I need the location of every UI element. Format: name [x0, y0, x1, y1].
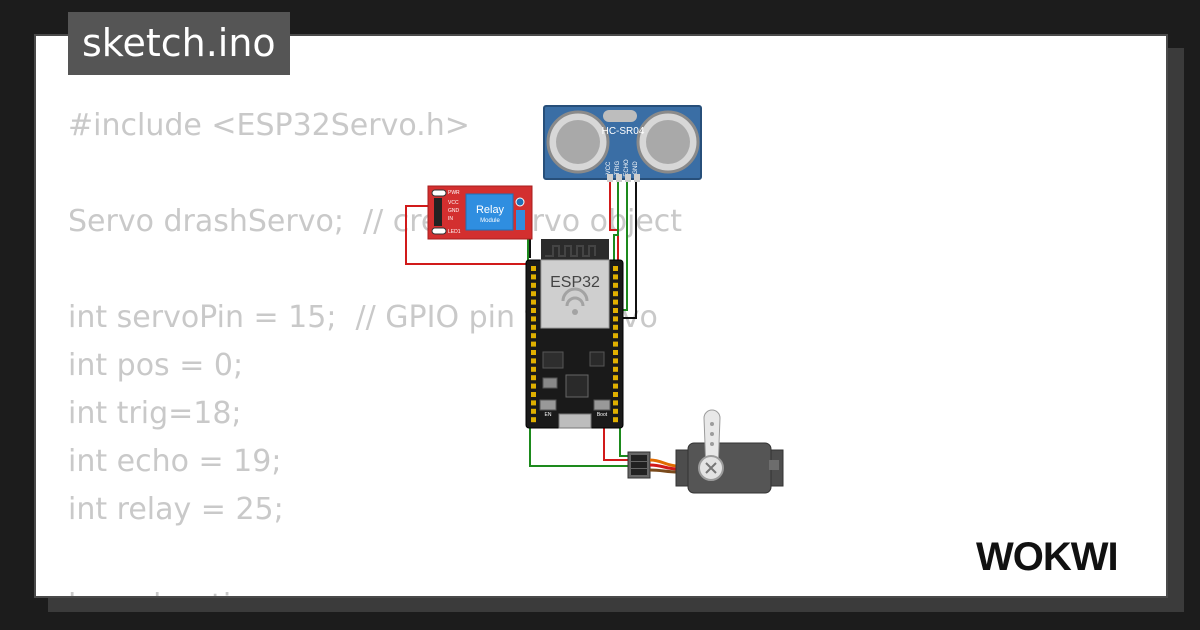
wire-servo-gnd — [529, 422, 628, 467]
code-line: int trig=18; — [68, 396, 242, 431]
esp32-board[interactable]: ESP32 EN Boot — [525, 239, 624, 429]
wokwi-logo: WOKWI — [976, 535, 1119, 579]
header-pin[interactable] — [613, 408, 618, 414]
header-pin[interactable] — [613, 417, 618, 423]
sensor-pin-trig: TRIG — [615, 161, 621, 176]
relay-title: Relay — [476, 204, 505, 216]
header-pin[interactable] — [613, 392, 618, 397]
header-pin[interactable] — [531, 299, 536, 305]
header-pin[interactable] — [613, 299, 618, 305]
header-pin[interactable] — [531, 408, 536, 414]
relay-pin-led1: LED1 — [448, 229, 461, 235]
header-pin[interactable] — [613, 324, 618, 330]
sensor-pin-vcc: VCC — [606, 161, 612, 174]
header-pin[interactable] — [531, 324, 536, 330]
header-pin[interactable] — [531, 375, 536, 381]
wire-servo-vcc — [540, 425, 628, 461]
usb-port — [558, 413, 592, 429]
servo-motor[interactable] — [627, 409, 784, 494]
header-pin[interactable] — [613, 383, 618, 389]
wire-servo-signal — [619, 422, 628, 457]
header-pin[interactable] — [531, 341, 536, 347]
relay-pin-in: IN — [448, 216, 453, 222]
header-pin[interactable] — [613, 350, 618, 355]
header-pin[interactable] — [531, 274, 536, 280]
code-line: int relay = 25; — [68, 492, 284, 527]
header-pin[interactable] — [531, 392, 536, 397]
relay-subtitle: Module — [480, 218, 500, 224]
esp32-label: ESP32 — [550, 274, 600, 291]
header-pin[interactable] — [613, 291, 618, 297]
header-pin[interactable] — [613, 333, 618, 339]
relay-pin-vcc: VCC — [448, 200, 459, 206]
relay-module[interactable]: Relay Module PWR VCC GND IN LED1 — [427, 185, 533, 240]
file-tab[interactable]: sketch.ino — [68, 12, 290, 75]
header-pin[interactable] — [531, 400, 536, 406]
header-pin[interactable] — [613, 274, 618, 280]
pin-header-right — [613, 266, 618, 423]
header-pin[interactable] — [531, 308, 536, 313]
header-pin[interactable] — [531, 316, 536, 322]
header-pin[interactable] — [531, 282, 536, 288]
wire-sensor-gnd — [622, 180, 637, 319]
pin-header-left — [531, 266, 536, 423]
header-pin[interactable] — [531, 358, 536, 364]
header-pin[interactable] — [613, 316, 618, 322]
sensor-label: HC-SR04 — [602, 126, 645, 137]
header-pin[interactable] — [613, 282, 618, 288]
header-pin[interactable] — [613, 400, 618, 406]
en-button-label: EN — [545, 412, 552, 418]
code-line: #include <ESP32Servo.h> — [68, 108, 470, 143]
header-pin[interactable] — [531, 350, 536, 355]
header-pin[interactable] — [531, 333, 536, 339]
wokwi-logo-text: WOKWI — [976, 535, 1118, 579]
code-line: long duration; — [68, 582, 682, 596]
boot-button-label: Boot — [597, 412, 608, 418]
header-pin[interactable] — [613, 375, 618, 381]
relay-pin-pwr: PWR — [448, 190, 460, 196]
header-pin[interactable] — [613, 366, 618, 372]
header-pin[interactable] — [531, 417, 536, 423]
header-pin[interactable] — [531, 266, 536, 271]
relay-pin-gnd: GND — [448, 208, 460, 214]
header-pin[interactable] — [531, 366, 536, 372]
header-pin[interactable] — [613, 266, 618, 271]
header-pin[interactable] — [613, 308, 618, 313]
header-pin[interactable] — [531, 291, 536, 297]
code-line: int pos = 0; — [68, 348, 244, 383]
sensor-pin-gnd: GND — [633, 161, 639, 175]
header-pin[interactable] — [613, 358, 618, 364]
sensor-pin-echo: ECHO — [624, 159, 630, 177]
header-pin[interactable] — [531, 383, 536, 389]
project-card: #include <ESP32Servo.h>Servo drashServo;… — [34, 34, 1168, 598]
header-pin[interactable] — [613, 341, 618, 347]
code-line: int echo = 19; — [68, 444, 282, 479]
circuit-diagram: HC-SR04 VCC TRIG ECHO GND Relay Module — [405, 105, 784, 494]
ultrasonic-sensor[interactable]: HC-SR04 VCC TRIG ECHO GND — [543, 105, 702, 182]
